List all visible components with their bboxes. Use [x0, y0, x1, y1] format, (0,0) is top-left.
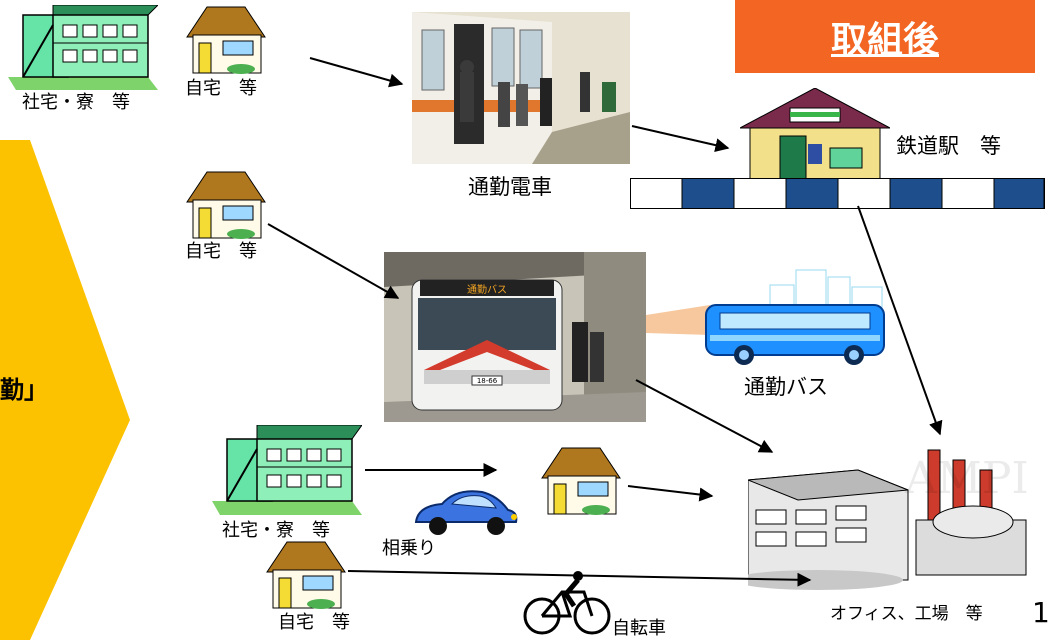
home-icon [541, 447, 621, 515]
home-icon [186, 171, 266, 239]
bicycle-icon [523, 571, 611, 635]
dormitory-icon [212, 425, 362, 515]
home-icon [266, 541, 346, 609]
home-label-mid: 自宅 等 [185, 241, 257, 262]
commuter-train-label: 通勤電車 [468, 175, 552, 199]
commuter-bus-icon [646, 269, 885, 365]
train-station-icon [740, 88, 890, 181]
chevron-shape [0, 140, 130, 640]
railway-platform-stripe [630, 178, 1045, 209]
commuter-bus-photo: 通勤バス 18-66 [384, 252, 646, 422]
commuter-bus-label: 通勤バス [744, 375, 828, 399]
bus-license-plate: 18-66 [477, 377, 498, 385]
office-factory-icon [748, 449, 1027, 590]
home-label-top: 自宅 等 [185, 78, 257, 99]
bus-destination-sign: 通勤バス [467, 283, 507, 296]
commuter-train-photo [412, 12, 630, 164]
carpool-label: 相乗り [382, 538, 436, 559]
watermark-text: AMPI [905, 453, 1029, 504]
home-label-bottom: 自宅 等 [278, 612, 350, 633]
station-label: 鉄道駅 等 [896, 134, 1001, 158]
home-icon [186, 6, 266, 74]
chevron-text: 勤」 [0, 376, 48, 404]
page-number: 1 [1032, 596, 1050, 629]
dormitory-label-top: 社宅・寮 等 [22, 92, 130, 113]
dormitory-icon [8, 5, 158, 90]
office-factory-label: オフィス、工場 等 [830, 604, 983, 624]
dormitory-label-bottom: 社宅・寮 等 [222, 520, 330, 541]
car-icon [414, 490, 518, 535]
after-initiative-badge: 取組後 [735, 0, 1035, 73]
bicycle-label: 自転車 [612, 618, 666, 639]
